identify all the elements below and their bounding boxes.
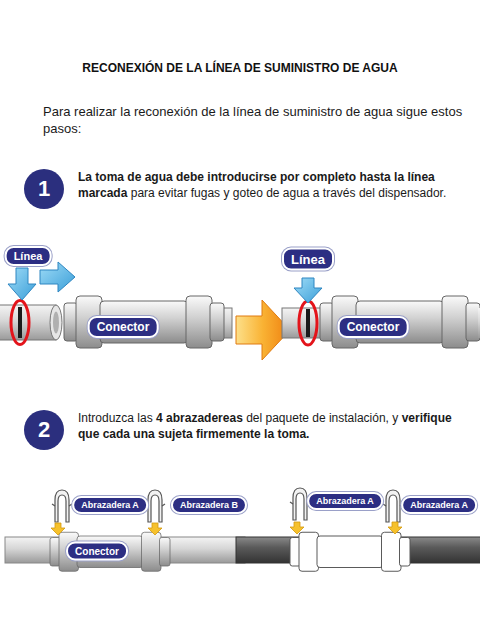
clip-callout: Abrazadera A [401, 496, 477, 514]
callout-text: Abrazadera B [180, 500, 238, 510]
body-text: Introduzca las [78, 411, 153, 425]
step-text: Para realizar la reconexión de la línea … [43, 104, 463, 138]
step-text: Introduzca las4 abrazadereasdel paquete … [78, 411, 468, 442]
callout-text: 1 [38, 176, 50, 202]
body-text: para evitar fugas y goteo de agua a trav… [131, 186, 447, 200]
blue-arrow [294, 278, 322, 303]
emphasis-text: 4 abrazadereas [156, 411, 243, 425]
callout-text: Línea [291, 252, 325, 267]
connector-callout: Conector [66, 542, 128, 561]
line-callout: Línea [282, 248, 334, 271]
clip-callout: Abrazadera B [171, 496, 247, 514]
blue-arrow [8, 268, 36, 300]
step-number: 2 [24, 410, 64, 450]
pipe-light [5, 490, 245, 571]
clip-callout: Abrazadera A [72, 496, 148, 514]
connector-callout: Conector [88, 316, 159, 338]
page-title: RECONEXIÓN DE LA LÍNEA DE SUMINISTRO DE … [0, 61, 480, 75]
body-text: Para realizar la reconexión de la línea … [43, 104, 462, 136]
callout-text: Conector [75, 546, 119, 557]
line-callout: Línea [5, 246, 52, 266]
callout-text: Conector [97, 320, 150, 334]
connector-fitting [64, 296, 232, 348]
callout-text: 2 [38, 417, 50, 443]
body-text: del paquete de instalación, y [246, 411, 398, 425]
pipe-dark [236, 488, 480, 571]
connector-callout: Conector [338, 316, 409, 338]
callout-text: Abrazadera A [81, 500, 139, 510]
callout-text: Abrazadera A [316, 496, 374, 506]
step-number: 1 [24, 169, 64, 209]
callout-text: Abrazadera A [410, 500, 468, 510]
callout-text: Conector [347, 320, 400, 334]
step-text: La toma de agua debe introducirse por co… [78, 170, 468, 201]
callout-text: Línea [14, 250, 43, 262]
clip-callout: Abrazadera A [307, 492, 383, 510]
pipe-before [0, 301, 62, 345]
blue-arrow [40, 262, 75, 292]
pipe-inserted [282, 296, 480, 348]
